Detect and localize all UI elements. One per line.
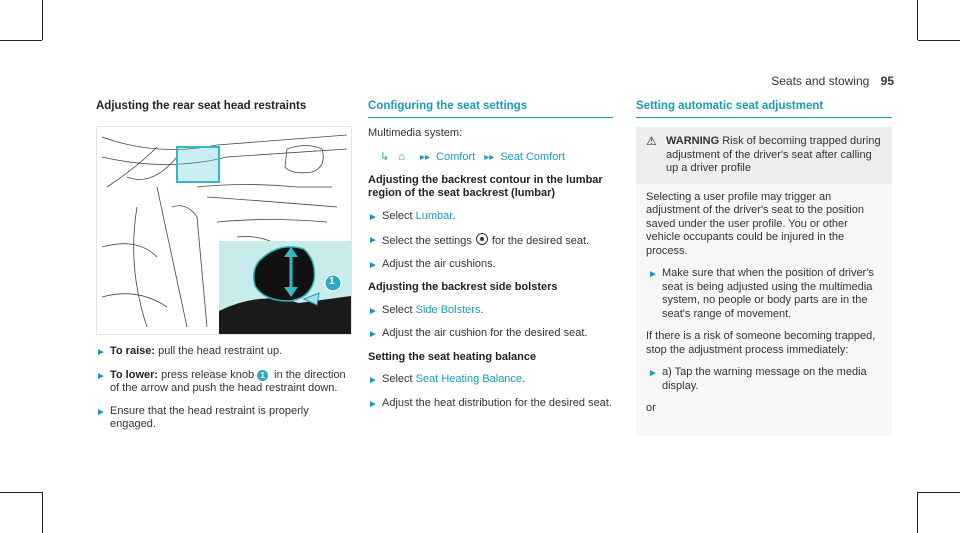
path-separator-icon: ▸▸ — [484, 151, 495, 163]
bullet-arrow-icon: ► — [368, 259, 378, 271]
step-text: . — [522, 373, 526, 385]
page-header: Seats and stowing 95 — [771, 74, 894, 88]
step-item: ► Select Side Bolsters. — [368, 304, 613, 319]
path-arrow-icon: ↳ — [380, 150, 390, 163]
bullet-arrow-icon: ► — [648, 269, 658, 280]
bullet-arrow-icon: ► — [96, 406, 106, 418]
step-label: To raise: — [110, 345, 156, 357]
bullet-arrow-icon: ► — [368, 211, 378, 223]
step-text: Ensure that the head restraint is proper… — [110, 404, 309, 431]
step-item: ► Adjust the air cushion for the desired… — [368, 327, 613, 342]
crop-mark — [42, 492, 43, 533]
warning-icon: ⚠ — [646, 134, 657, 148]
crop-mark — [42, 0, 43, 40]
section-heading: Adjusting the rear seat head restraints — [96, 100, 307, 112]
bullet-arrow-icon: ► — [368, 375, 378, 386]
step-text: a) Tap the warning message on the media … — [662, 366, 867, 392]
path-item: Seat Comfort — [500, 150, 566, 163]
step-item: ► a) Tap the warning message on the medi… — [648, 366, 882, 393]
step-item: ► Ensure that the head restraint is prop… — [96, 405, 350, 432]
warning-title: Risk of becoming trapped during adjustme… — [666, 135, 881, 174]
section-heading: Configuring the seat settings — [368, 100, 613, 118]
step-item: ► Select Lumbar. — [368, 210, 613, 225]
path-separator-icon: ▸▸ — [420, 151, 431, 163]
column-automatic-seat-adjustment: Setting automatic seat adjustment ⚠ WARN… — [636, 100, 892, 436]
step-text: . — [452, 209, 456, 222]
head-restraint-detail — [219, 246, 351, 334]
step-item: ► Select Seat Heating Balance. — [368, 373, 613, 388]
column-rear-head-restraints: Adjusting the rear seat head restraints — [96, 100, 352, 441]
step-text: Select — [382, 209, 416, 222]
step-item: ► Make sure that when the position of dr… — [648, 267, 882, 321]
step-item: ► Adjust the air cushions. — [368, 258, 613, 273]
step-text: Select the settings — [382, 235, 472, 247]
head-restraint-figure: 1 — [96, 126, 352, 335]
crop-mark — [0, 40, 42, 41]
subsection-heading: Setting the seat heating balance — [368, 350, 537, 363]
path-item: Comfort — [436, 150, 476, 163]
crop-mark — [918, 40, 960, 41]
car-interior-illustration — [101, 134, 348, 328]
warning-body: Selecting a user profile may trigger an … — [636, 183, 892, 436]
menu-link: Side Bolsters — [415, 303, 481, 316]
home-icon: ⌂ — [398, 150, 405, 163]
step-item: ► To raise: pull the head restraint up. — [96, 345, 350, 360]
step-text: Make sure that when the position of driv… — [662, 267, 874, 320]
crop-mark — [0, 492, 42, 493]
detail-inset: 1 — [219, 241, 351, 334]
bullet-arrow-icon: ► — [96, 347, 106, 358]
step-text: in the direction of the arrow and push t… — [110, 368, 346, 395]
crop-mark — [918, 492, 960, 493]
subsection-heading: Adjusting the backrest contour in the lu… — [368, 173, 603, 200]
step-label: To lower: — [110, 368, 159, 381]
bullet-arrow-icon: ► — [96, 370, 106, 382]
bullet-arrow-icon: ► — [368, 305, 378, 317]
intro-text: Multimedia system: — [368, 127, 463, 139]
menu-link: Seat Heating Balance — [415, 373, 523, 385]
step-text: press release knob — [158, 368, 255, 381]
callout-number: 1 — [329, 276, 335, 287]
or-text: or — [646, 402, 656, 414]
step-text: Select — [382, 303, 416, 316]
section-heading: Setting automatic seat adjustment — [636, 100, 892, 118]
bullet-arrow-icon: ► — [368, 235, 378, 246]
menu-link: Lumbar — [415, 209, 453, 222]
warning-box: ⚠ WARNING Risk of becoming trapped durin… — [636, 127, 892, 184]
step-item: ► Adjust the heat distribution for the d… — [368, 397, 613, 412]
subsection-heading: Adjusting the backrest side bolsters — [368, 281, 558, 293]
head-restraint-highlight — [176, 146, 220, 183]
page-number: 95 — [880, 74, 894, 88]
step-text: . — [480, 303, 484, 316]
warning-label: WARNING — [666, 135, 720, 147]
bullet-arrow-icon: ► — [368, 398, 378, 410]
bullet-arrow-icon: ► — [648, 368, 658, 379]
step-text: Select — [382, 373, 416, 385]
step-text: Adjust the air cushions. — [382, 257, 496, 270]
callout-number-icon: 1 — [257, 369, 269, 381]
step-text: Adjust the heat distribution for the des… — [382, 396, 612, 409]
menu-path: ↳ ⌂ ▸▸ Comfort ▸▸ Seat Comfort — [368, 150, 613, 165]
step-text: Adjust the air cushion for the desired s… — [382, 327, 588, 339]
step-text: for the desired seat. — [491, 235, 590, 247]
header-title: Seats and stowing — [771, 74, 870, 88]
bullet-arrow-icon: ► — [368, 329, 378, 340]
crop-mark — [917, 0, 918, 40]
step-text: pull the head restraint up. — [155, 345, 283, 357]
warning-paragraph: Selecting a user profile may trigger an … — [646, 190, 864, 257]
step-list: ► To raise: pull the head restraint up. … — [96, 345, 350, 432]
warning-paragraph: If there is a risk of someone becoming t… — [646, 330, 876, 356]
step-item: ► Select the settings for the desired sea… — [368, 233, 613, 249]
column-seat-settings: Configuring the seat settings Multimedia… — [368, 100, 613, 420]
settings-icon — [475, 233, 488, 245]
crop-mark — [917, 492, 918, 533]
